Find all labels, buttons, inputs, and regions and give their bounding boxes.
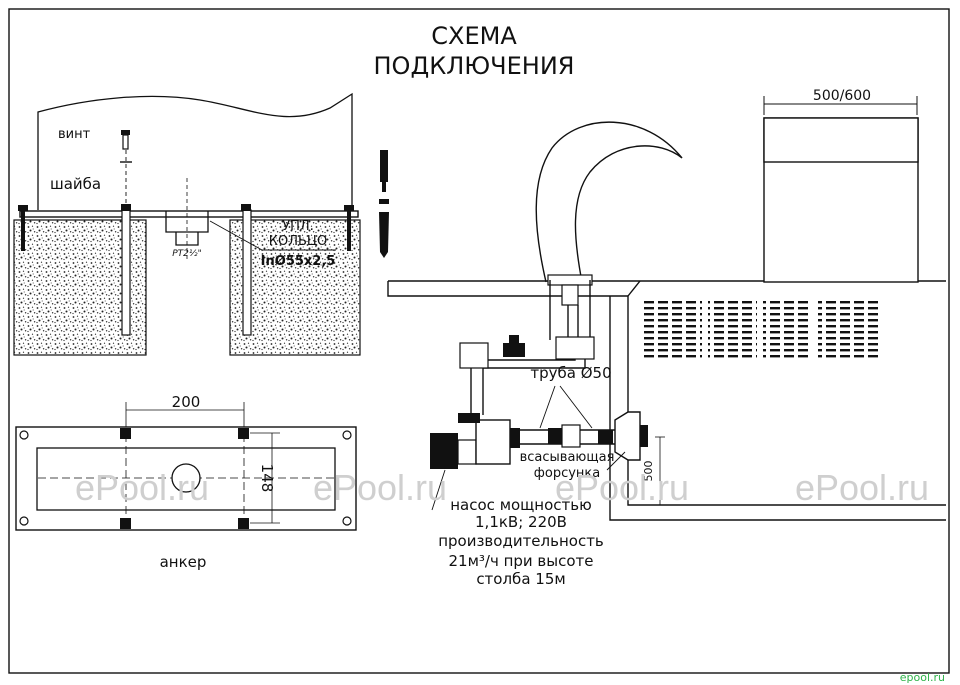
pump-icon: [430, 413, 520, 469]
anchor-label: анкер: [160, 553, 207, 571]
thread-label: PT2½": [172, 249, 202, 259]
outer-frame: [8, 8, 950, 674]
mounting-section: PT2½" винт шайба УПЛ. КОЛЬЦО InØ55x2,5: [13, 92, 389, 356]
screw-icon: [121, 130, 130, 150]
seal-size-label: InØ55x2,5: [261, 254, 336, 269]
pump-label-5: столба 15м: [476, 570, 565, 588]
title-line-1: СХЕМА: [431, 22, 517, 50]
watermark-2: ePool.ru: [313, 467, 447, 508]
title-line-2: ПОДКЛЮЧЕНИЯ: [374, 52, 575, 80]
dowel-icon: [379, 150, 389, 258]
seal-label-1: УПЛ.: [282, 219, 314, 234]
watermark-1: ePool.ru: [75, 467, 209, 508]
pool-section: 500/600: [387, 88, 946, 588]
pump-label-3: производительность: [438, 532, 604, 550]
pump-label-2: 1,1кВ; 220В: [475, 513, 567, 531]
cascade-width-dim: 500/600: [813, 88, 871, 104]
fountain-body-outline: [37, 92, 353, 210]
seal-label-2: КОЛЬЦО: [269, 234, 327, 249]
concrete-block-right: [229, 219, 361, 356]
anchor-plan: 200 148 анкер: [15, 393, 357, 571]
pump-label-1: насос мощностью: [450, 496, 592, 514]
watermark-4: ePool.ru: [795, 467, 929, 508]
watermark-3: ePool.ru: [555, 467, 689, 508]
nozzle-label-1: всасывающая: [520, 450, 615, 465]
anchor-width-dim: 200: [172, 393, 201, 411]
nozzle-label-2: форсунка: [534, 466, 600, 481]
spout-outline: [535, 121, 683, 283]
anchor-height-dim: 148: [258, 464, 276, 493]
mounting-plate: [19, 210, 359, 218]
washer-label: шайба: [50, 175, 101, 193]
pipe-label: труба Ø50: [530, 364, 611, 382]
pump-label-4: 21м³/ч при высоте: [448, 552, 593, 570]
screw-label: винт: [58, 127, 91, 142]
nozzle-icon: [614, 411, 648, 461]
depth-dim: 500: [642, 461, 655, 482]
corner-mark: epool.ru: [900, 671, 945, 684]
